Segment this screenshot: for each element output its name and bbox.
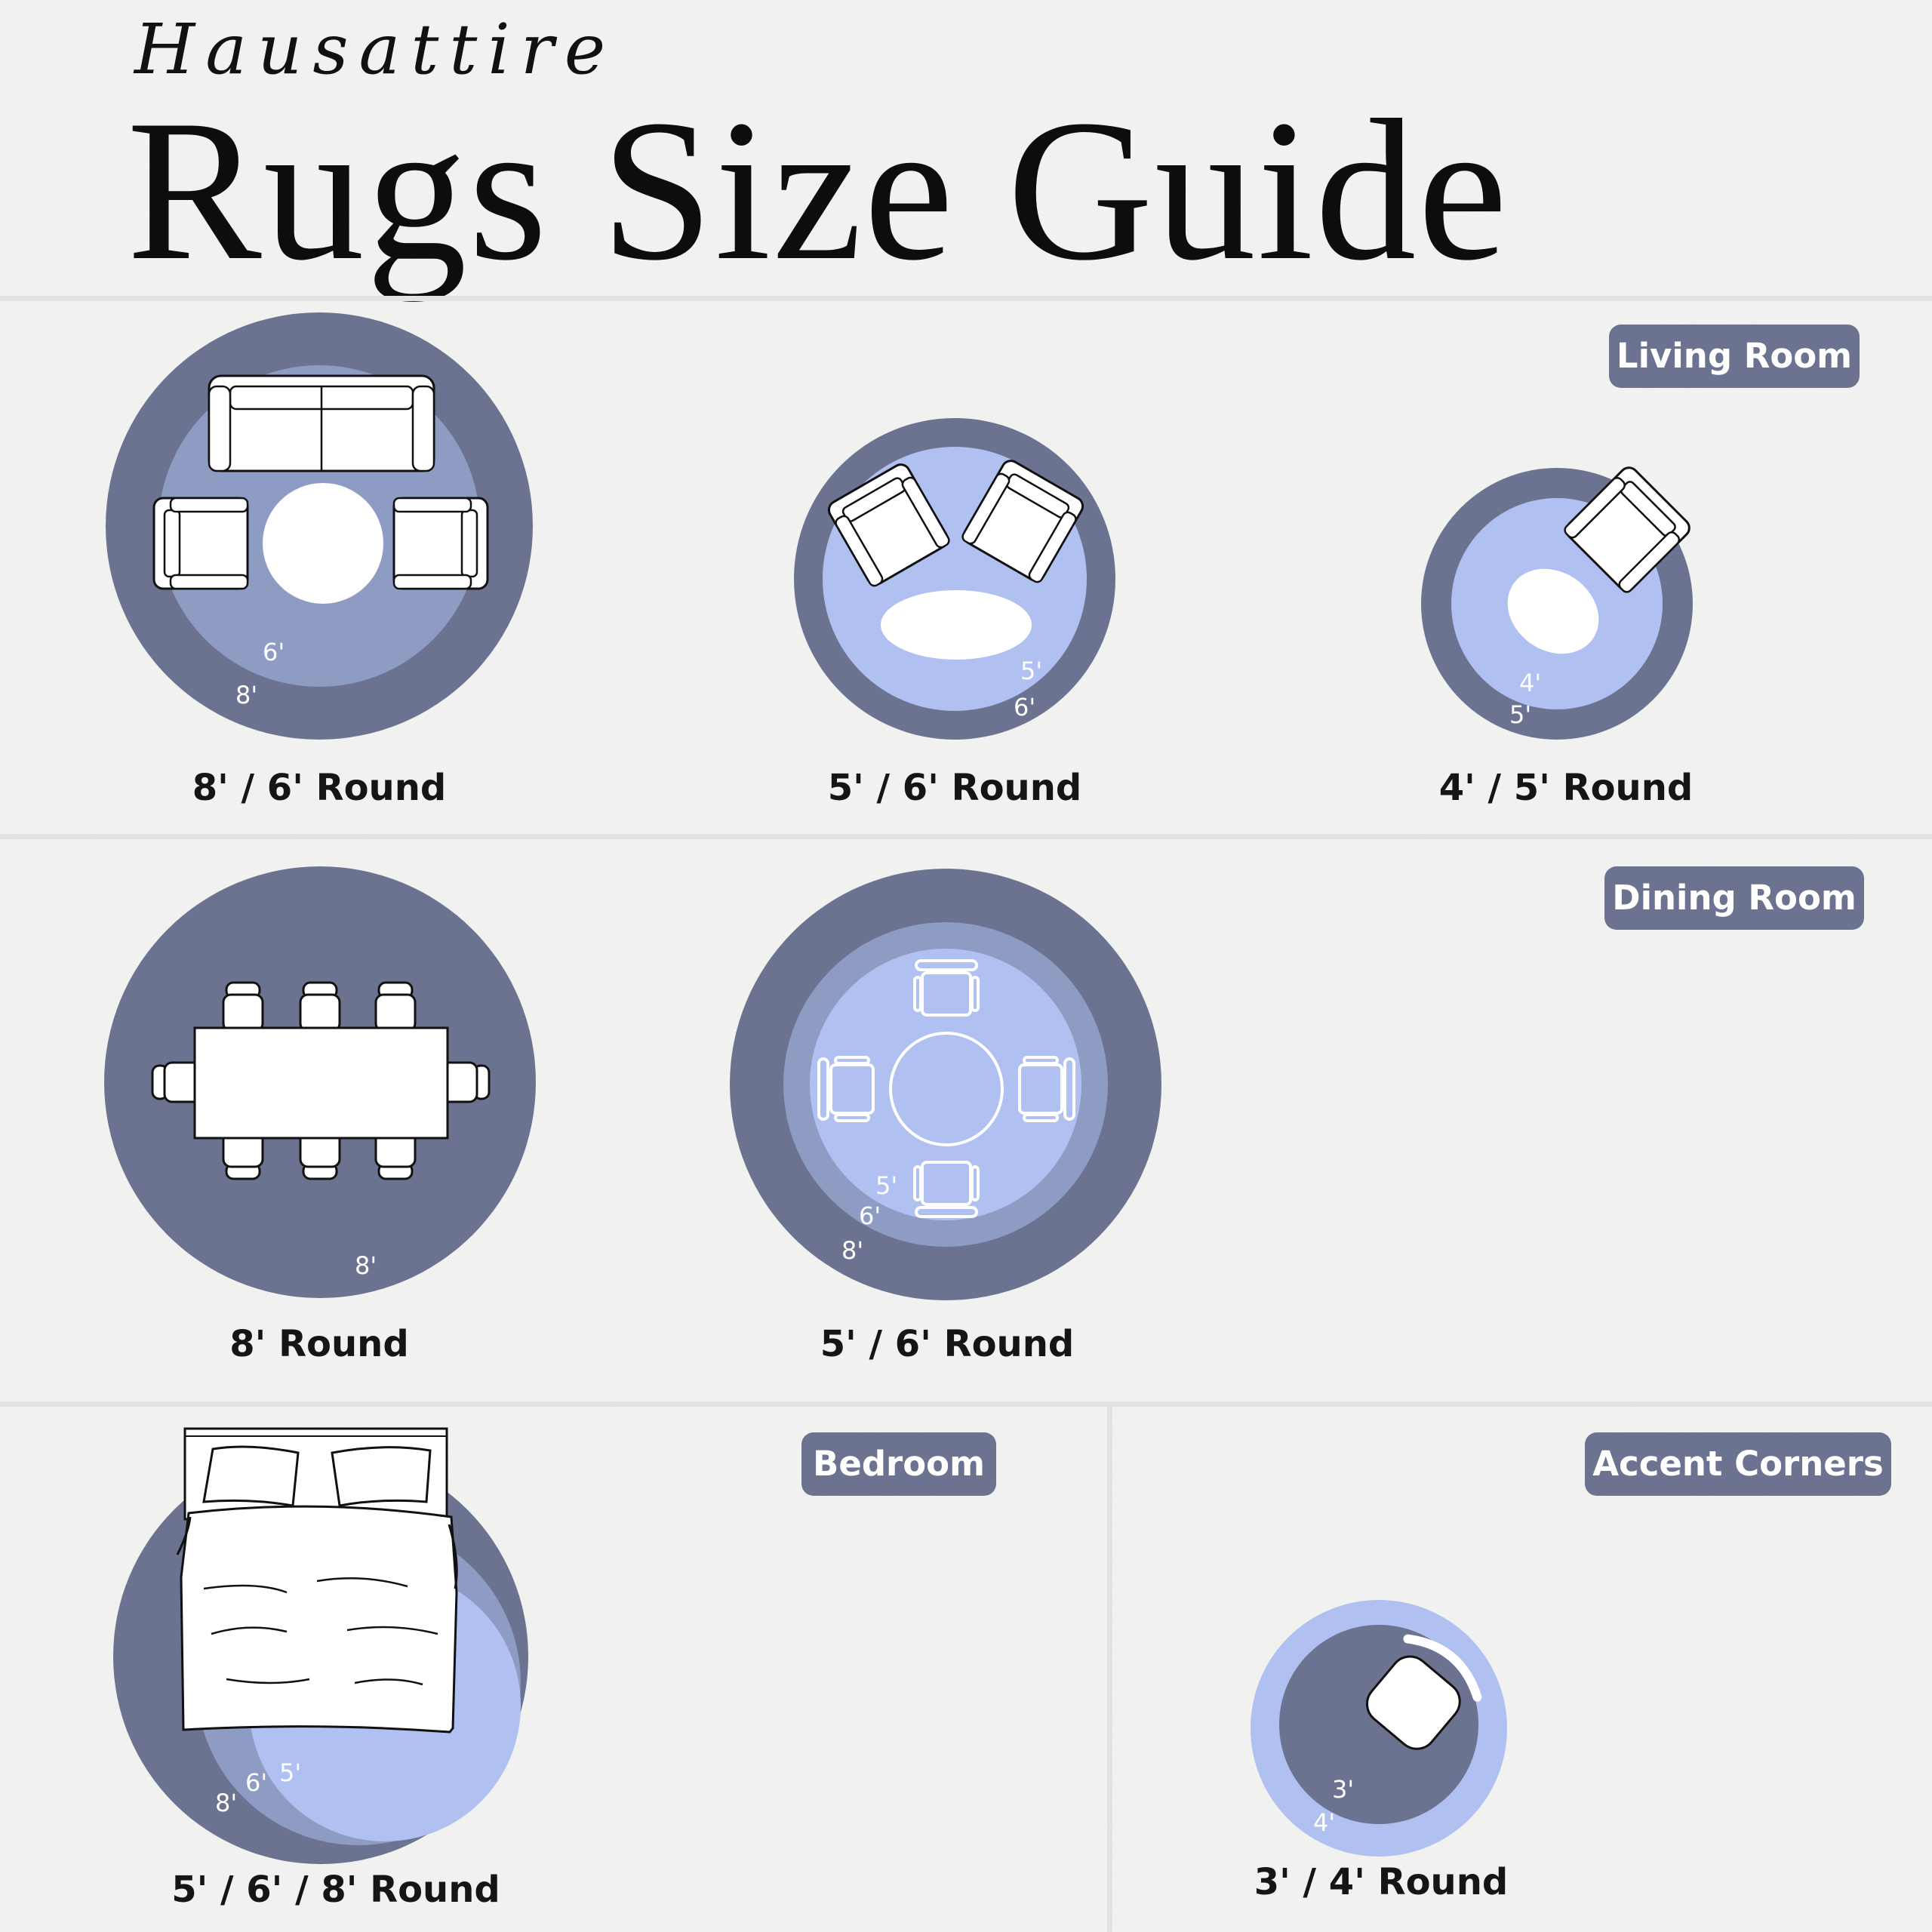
section-tag-dining-room: Dining Room [1604, 866, 1864, 930]
diagram-living-5-6: 5' 6' [794, 418, 1115, 740]
caption-living-5-6: 5' / 6' Round [827, 767, 1082, 809]
accent-chair-icon [1366, 1634, 1482, 1750]
label-8ft: 8' [355, 1251, 377, 1280]
divider-middle [0, 834, 1932, 839]
section-tag-living-room: Living Room [1609, 325, 1860, 388]
label-6ft: 6' [245, 1768, 267, 1797]
label-4ft: 4' [1519, 669, 1541, 697]
caption-bedroom: 5' / 6' / 8' Round [171, 1869, 500, 1911]
armchair-right-icon [392, 497, 489, 590]
coffee-table-icon [881, 590, 1032, 660]
label-4ft: 4' [1313, 1808, 1335, 1837]
caption-living-8-6: 8' / 6' Round [192, 767, 447, 809]
label-8ft: 8' [235, 681, 257, 709]
label-6ft: 6' [263, 638, 285, 666]
caption-dining-8: 8' Round [229, 1323, 409, 1365]
diagram-dining-8: 8' [104, 866, 536, 1298]
label-5ft: 5' [875, 1171, 897, 1200]
sofa-icon [208, 374, 435, 472]
diagram-living-4-5: 4' 5' [1421, 463, 1694, 740]
page-title: Rugs Size Guide [127, 78, 1509, 302]
caption-accent: 3' / 4' Round [1254, 1861, 1509, 1903]
label-6ft: 6' [1014, 693, 1035, 721]
diagram-dining-5-6: 5' 6' 8' [730, 869, 1161, 1300]
diagram-accent: 3' 4' [1251, 1600, 1507, 1857]
bed-icon [176, 1427, 458, 1734]
section-tag-bedroom: Bedroom [801, 1432, 996, 1496]
section-tag-accent-corners: Accent Corners [1585, 1432, 1891, 1496]
diagram-bedroom: 8' 6' 5' [113, 1427, 528, 1864]
round-table-icon [889, 1032, 1004, 1146]
dining-table-icon [193, 1026, 449, 1140]
label-5ft: 5' [279, 1758, 301, 1787]
label-5ft: 5' [1020, 657, 1042, 685]
coffee-table-icon [263, 483, 383, 604]
divider-vertical [1107, 1404, 1112, 1932]
caption-living-4-5: 4' / 5' Round [1438, 767, 1694, 809]
diagram-living-8-6: 6' 8' [106, 312, 533, 740]
brand-logo: Hausattire [134, 9, 617, 90]
divider-bottom [0, 1401, 1932, 1407]
label-8ft: 8' [215, 1789, 237, 1817]
label-3ft: 3' [1332, 1775, 1354, 1804]
caption-dining-5-6: 5' / 6' Round [820, 1323, 1075, 1365]
label-8ft: 8' [841, 1236, 863, 1265]
label-6ft: 6' [859, 1201, 881, 1230]
rug-inner-5ft [810, 949, 1081, 1220]
side-table-icon [1507, 568, 1599, 654]
label-5ft: 5' [1509, 700, 1531, 729]
armchair-left-icon [152, 497, 249, 590]
divider-top [0, 296, 1932, 301]
